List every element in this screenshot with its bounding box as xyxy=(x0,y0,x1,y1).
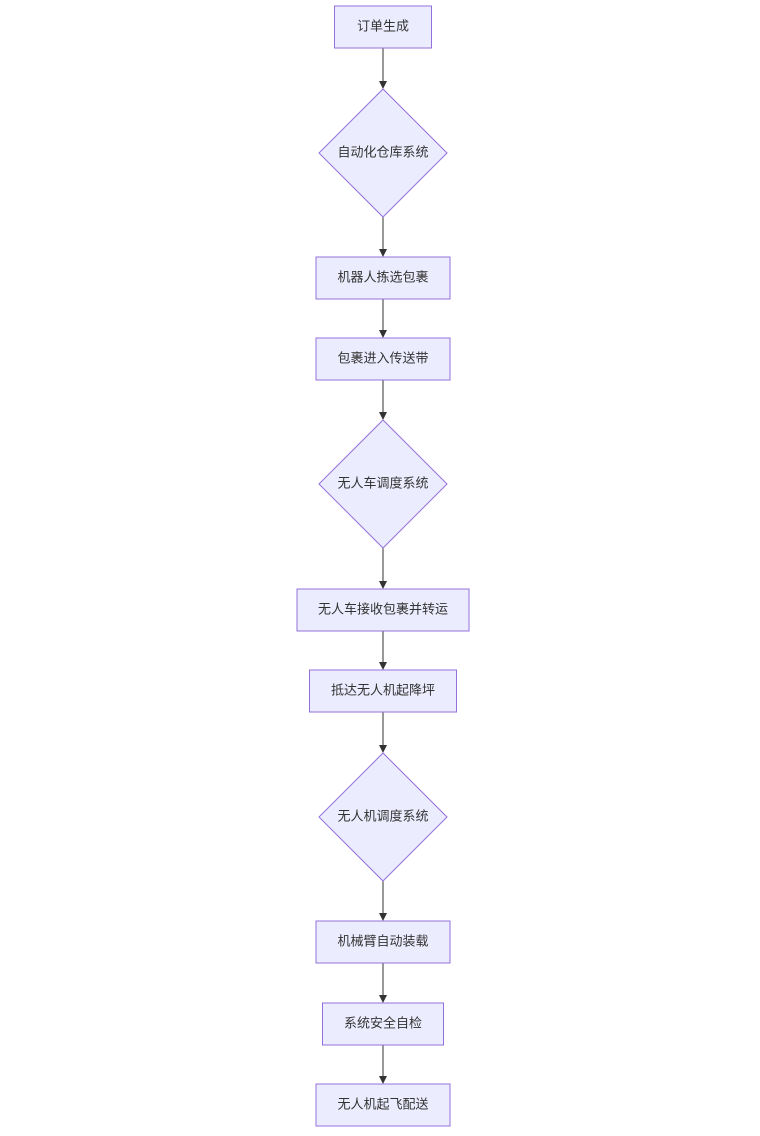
arrow-head xyxy=(379,249,387,257)
node-label: 无人机调度系统 xyxy=(337,809,428,825)
flow-edge-n5-n6 xyxy=(379,548,387,589)
node-label: 无人机起飞配送 xyxy=(337,1098,428,1113)
flow-edge-n2-n3 xyxy=(379,217,387,257)
node-label: 机械臂自动装载 xyxy=(337,935,428,950)
arrow-head xyxy=(379,913,387,921)
flow-node-n11: 无人机起飞配送 xyxy=(315,1083,451,1127)
arrow-head xyxy=(379,1076,387,1084)
arrow-head xyxy=(379,745,387,753)
node-label: 抵达无人机起降坪 xyxy=(331,684,435,699)
arrow-head xyxy=(379,81,387,89)
flow-node-n7: 抵达无人机起降坪 xyxy=(309,669,457,713)
node-label: 无人车接收包裹并转运 xyxy=(318,602,448,618)
flow-edge-n3-n4 xyxy=(379,299,387,338)
process-box xyxy=(315,337,451,381)
flow-node-n10: 系统安全自检 xyxy=(322,1002,444,1046)
process-box xyxy=(296,588,470,632)
flow-node-n9: 机械臂自动装载 xyxy=(315,920,451,964)
flow-edge-n8-n9 xyxy=(379,881,387,921)
flow-node-n2: 自动化仓库系统 xyxy=(318,88,448,218)
node-label: 包裹进入传送带 xyxy=(337,352,428,367)
nodes-layer: 订单生成自动化仓库系统机器人拣选包裹包裹进入传送带无人车调度系统无人车接收包裹并… xyxy=(296,5,470,1127)
node-label: 自动化仓库系统 xyxy=(337,145,428,161)
process-box xyxy=(322,1002,444,1046)
process-box xyxy=(334,5,432,49)
decision-diamond xyxy=(318,752,448,882)
flow-edge-n9-n10 xyxy=(379,963,387,1003)
flow-edge-n4-n5 xyxy=(379,380,387,420)
process-box xyxy=(315,256,451,300)
flow-node-n4: 包裹进入传送带 xyxy=(315,337,451,381)
node-label: 机器人拣选包裹 xyxy=(337,271,428,286)
process-box xyxy=(315,1083,451,1127)
flow-edge-n10-n11 xyxy=(379,1045,387,1084)
arrow-head xyxy=(379,581,387,589)
flow-node-n1: 订单生成 xyxy=(334,5,432,49)
flow-node-n6: 无人车接收包裹并转运 xyxy=(296,588,470,632)
node-label: 系统安全自检 xyxy=(344,1016,422,1032)
flow-edge-n1-n2 xyxy=(379,48,387,89)
flow-edge-n7-n8 xyxy=(379,712,387,753)
arrow-head xyxy=(379,995,387,1003)
node-label: 订单生成 xyxy=(357,20,409,35)
flow-node-n3: 机器人拣选包裹 xyxy=(315,256,451,300)
flow-node-n5: 无人车调度系统 xyxy=(318,419,448,549)
edges-layer xyxy=(379,48,387,1084)
node-label: 无人车调度系统 xyxy=(337,476,428,492)
arrow-head xyxy=(379,330,387,338)
process-box xyxy=(309,669,457,713)
flow-node-n8: 无人机调度系统 xyxy=(318,752,448,882)
decision-diamond xyxy=(318,88,448,218)
decision-diamond xyxy=(318,419,448,549)
arrow-head xyxy=(379,412,387,420)
flow-edge-n6-n7 xyxy=(379,631,387,670)
process-box xyxy=(315,920,451,964)
arrow-head xyxy=(379,662,387,670)
